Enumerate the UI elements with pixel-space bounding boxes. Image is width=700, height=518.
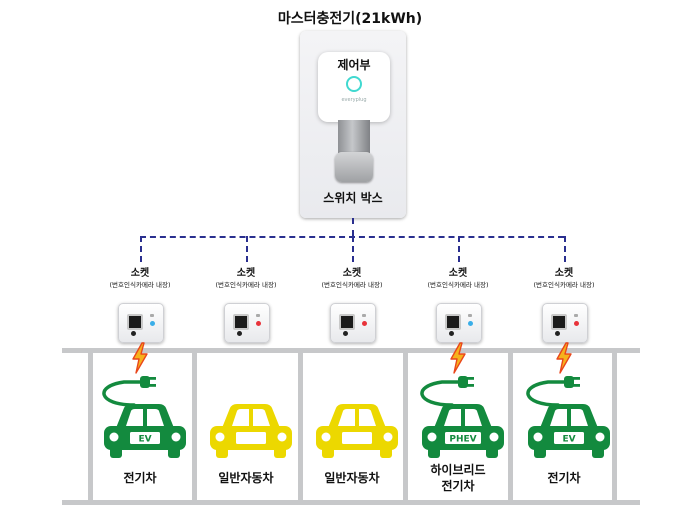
- plate-text: EV: [138, 435, 151, 445]
- switch-box: [335, 152, 373, 182]
- lightning-bolt-icon: [132, 342, 148, 374]
- socket-title: 소켓: [554, 268, 574, 279]
- socket-device: [542, 303, 588, 343]
- drop-line: [458, 236, 460, 262]
- bay-label-line: 일반자동차: [324, 471, 380, 485]
- plug-icon: [458, 376, 474, 388]
- socket-device: [118, 303, 164, 343]
- status-led-icon: [574, 321, 579, 326]
- socket-label: 소켓 (번호인식카메라 내장): [302, 268, 402, 290]
- indicator-icon: [362, 314, 366, 317]
- camera-icon: [127, 314, 143, 330]
- socket-label: 소켓 (번호인식카메라 내장): [514, 268, 614, 290]
- parking-divider: [508, 351, 513, 500]
- socket-title: 소켓: [130, 268, 150, 279]
- car-body: EV: [528, 404, 610, 458]
- socket-outlet-icon: [131, 331, 136, 336]
- bay-label-line: 하이브리드: [430, 463, 486, 477]
- parking-bottom-line: [62, 500, 640, 505]
- camera-icon: [339, 314, 355, 330]
- charging-cable: [102, 380, 144, 407]
- drop-line: [140, 236, 142, 262]
- car-icon: EV: [102, 376, 186, 458]
- socket-subtitle: (번호인식카메라 내장): [321, 281, 383, 289]
- socket-outlet-icon: [237, 331, 242, 336]
- socket-outlet-icon: [555, 331, 560, 336]
- socket-device: [330, 303, 376, 343]
- bay-label: 전기차: [512, 470, 616, 486]
- car-icon: [316, 404, 398, 458]
- indicator-icon: [256, 314, 260, 317]
- plug-icon: [140, 376, 156, 388]
- camera-icon: [233, 314, 249, 330]
- status-led-icon: [468, 321, 473, 326]
- indicator-icon: [468, 314, 472, 317]
- car-icon: EV: [526, 376, 610, 458]
- drop-line: [564, 236, 566, 262]
- indicator-icon: [150, 314, 154, 317]
- plate-text: EV: [562, 435, 575, 445]
- parking-top-line: [62, 348, 640, 353]
- camera-icon: [551, 314, 567, 330]
- bay-label: 일반자동차: [194, 470, 298, 486]
- switch-box-label: 스위치 박스: [323, 191, 383, 205]
- car-icon: [210, 404, 292, 458]
- socket-subtitle: (번호인식카메라 내장): [427, 281, 489, 289]
- car-body: [316, 404, 398, 458]
- diagram-title: 마스터충전기(21kWh): [277, 11, 423, 27]
- socket-title: 소켓: [342, 268, 362, 279]
- parking-divider: [403, 351, 408, 500]
- bay-label-line: 전기차: [123, 471, 157, 485]
- socket-device: [436, 303, 482, 343]
- bay-label-line: 일반자동차: [218, 471, 274, 485]
- socket-label: 소켓 (번호인식카메라 내장): [196, 268, 296, 290]
- socket-title: 소켓: [236, 268, 256, 279]
- plate-text: PHEV: [449, 435, 476, 445]
- car-body: PHEV: [422, 404, 504, 458]
- status-led-icon: [150, 321, 155, 326]
- parking-divider: [192, 351, 197, 500]
- socket-outlet-icon: [343, 331, 348, 336]
- socket-subtitle: (번호인식카메라 내장): [533, 281, 595, 289]
- indicator-icon: [574, 314, 578, 317]
- drop-line: [246, 236, 248, 262]
- bay-label-line: 전기차: [547, 471, 581, 485]
- plug-icon: [564, 376, 580, 388]
- socket-outlet-icon: [449, 331, 454, 336]
- car-body: EV: [104, 404, 186, 458]
- car-body: [210, 404, 292, 458]
- parking-divider: [88, 351, 93, 500]
- socket-subtitle: (번호인식카메라 내장): [215, 281, 277, 289]
- socket-label: 소켓 (번호인식카메라 내장): [408, 268, 508, 290]
- brand-logo: everyplug: [341, 97, 367, 103]
- charging-cable: [420, 380, 462, 407]
- status-led-icon: [362, 321, 367, 326]
- charging-cable: [526, 380, 568, 407]
- lightning-bolt-icon: [450, 342, 466, 374]
- socket-title: 소켓: [448, 268, 468, 279]
- lightning-bolt-icon: [556, 342, 572, 374]
- parking-divider: [298, 351, 303, 500]
- socket-device: [224, 303, 270, 343]
- socket-subtitle: (번호인식카메라 내장): [109, 281, 171, 289]
- car-icon: PHEV: [420, 376, 504, 458]
- control-unit-label: 제어부: [337, 58, 371, 72]
- bay-label: 일반자동차: [300, 470, 404, 486]
- bay-label: 전기차: [88, 470, 192, 486]
- bay-label-line: 전기차: [441, 479, 475, 493]
- camera-icon: [445, 314, 461, 330]
- trunk-line: [352, 218, 354, 236]
- status-led-icon: [256, 321, 261, 326]
- drop-line: [352, 236, 354, 262]
- parking-divider: [612, 351, 617, 500]
- status-ring-icon: [346, 76, 362, 92]
- socket-label: 소켓 (번호인식카메라 내장): [90, 268, 190, 290]
